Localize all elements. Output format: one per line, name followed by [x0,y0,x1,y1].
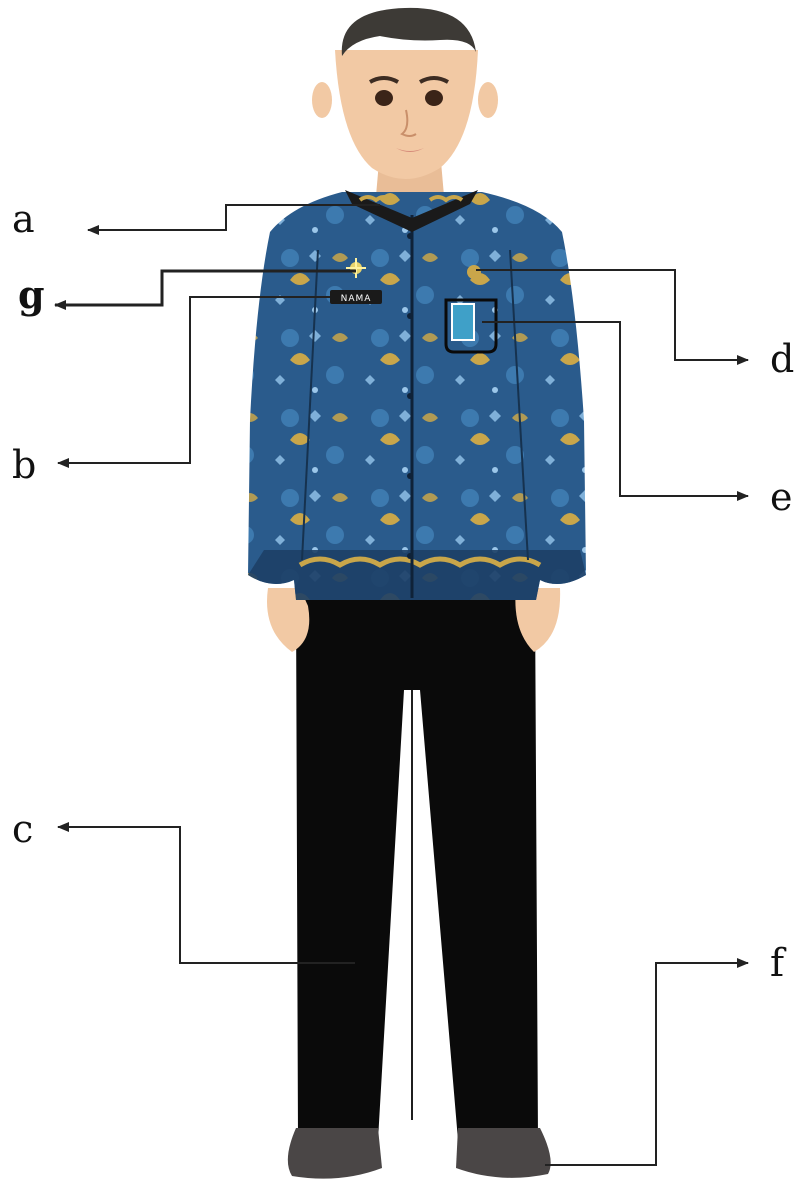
label-b: b [12,443,37,487]
label-g: g [18,272,45,317]
label-d: d [770,337,795,381]
leader-e [482,321,749,501]
label-e: e [770,475,793,519]
shirt [248,190,586,600]
leader-g [54,269,356,310]
name-tag: NAMA [330,290,382,304]
id-card [451,303,475,341]
label-a: a [12,197,35,241]
leader-lines [54,204,749,1166]
leader-d [476,269,749,365]
korpri-badge [467,265,481,279]
leader-c [57,822,355,964]
leader-a [87,204,380,235]
name-tag-text: NAMA [341,294,372,304]
trousers [296,596,538,1140]
label-f: f [770,941,785,985]
leader-b [57,296,330,468]
head [312,7,498,179]
hands [267,588,561,652]
chest-pocket [444,298,498,354]
leader-f [545,958,749,1166]
shoes [287,1128,551,1179]
label-c: c [12,807,34,851]
